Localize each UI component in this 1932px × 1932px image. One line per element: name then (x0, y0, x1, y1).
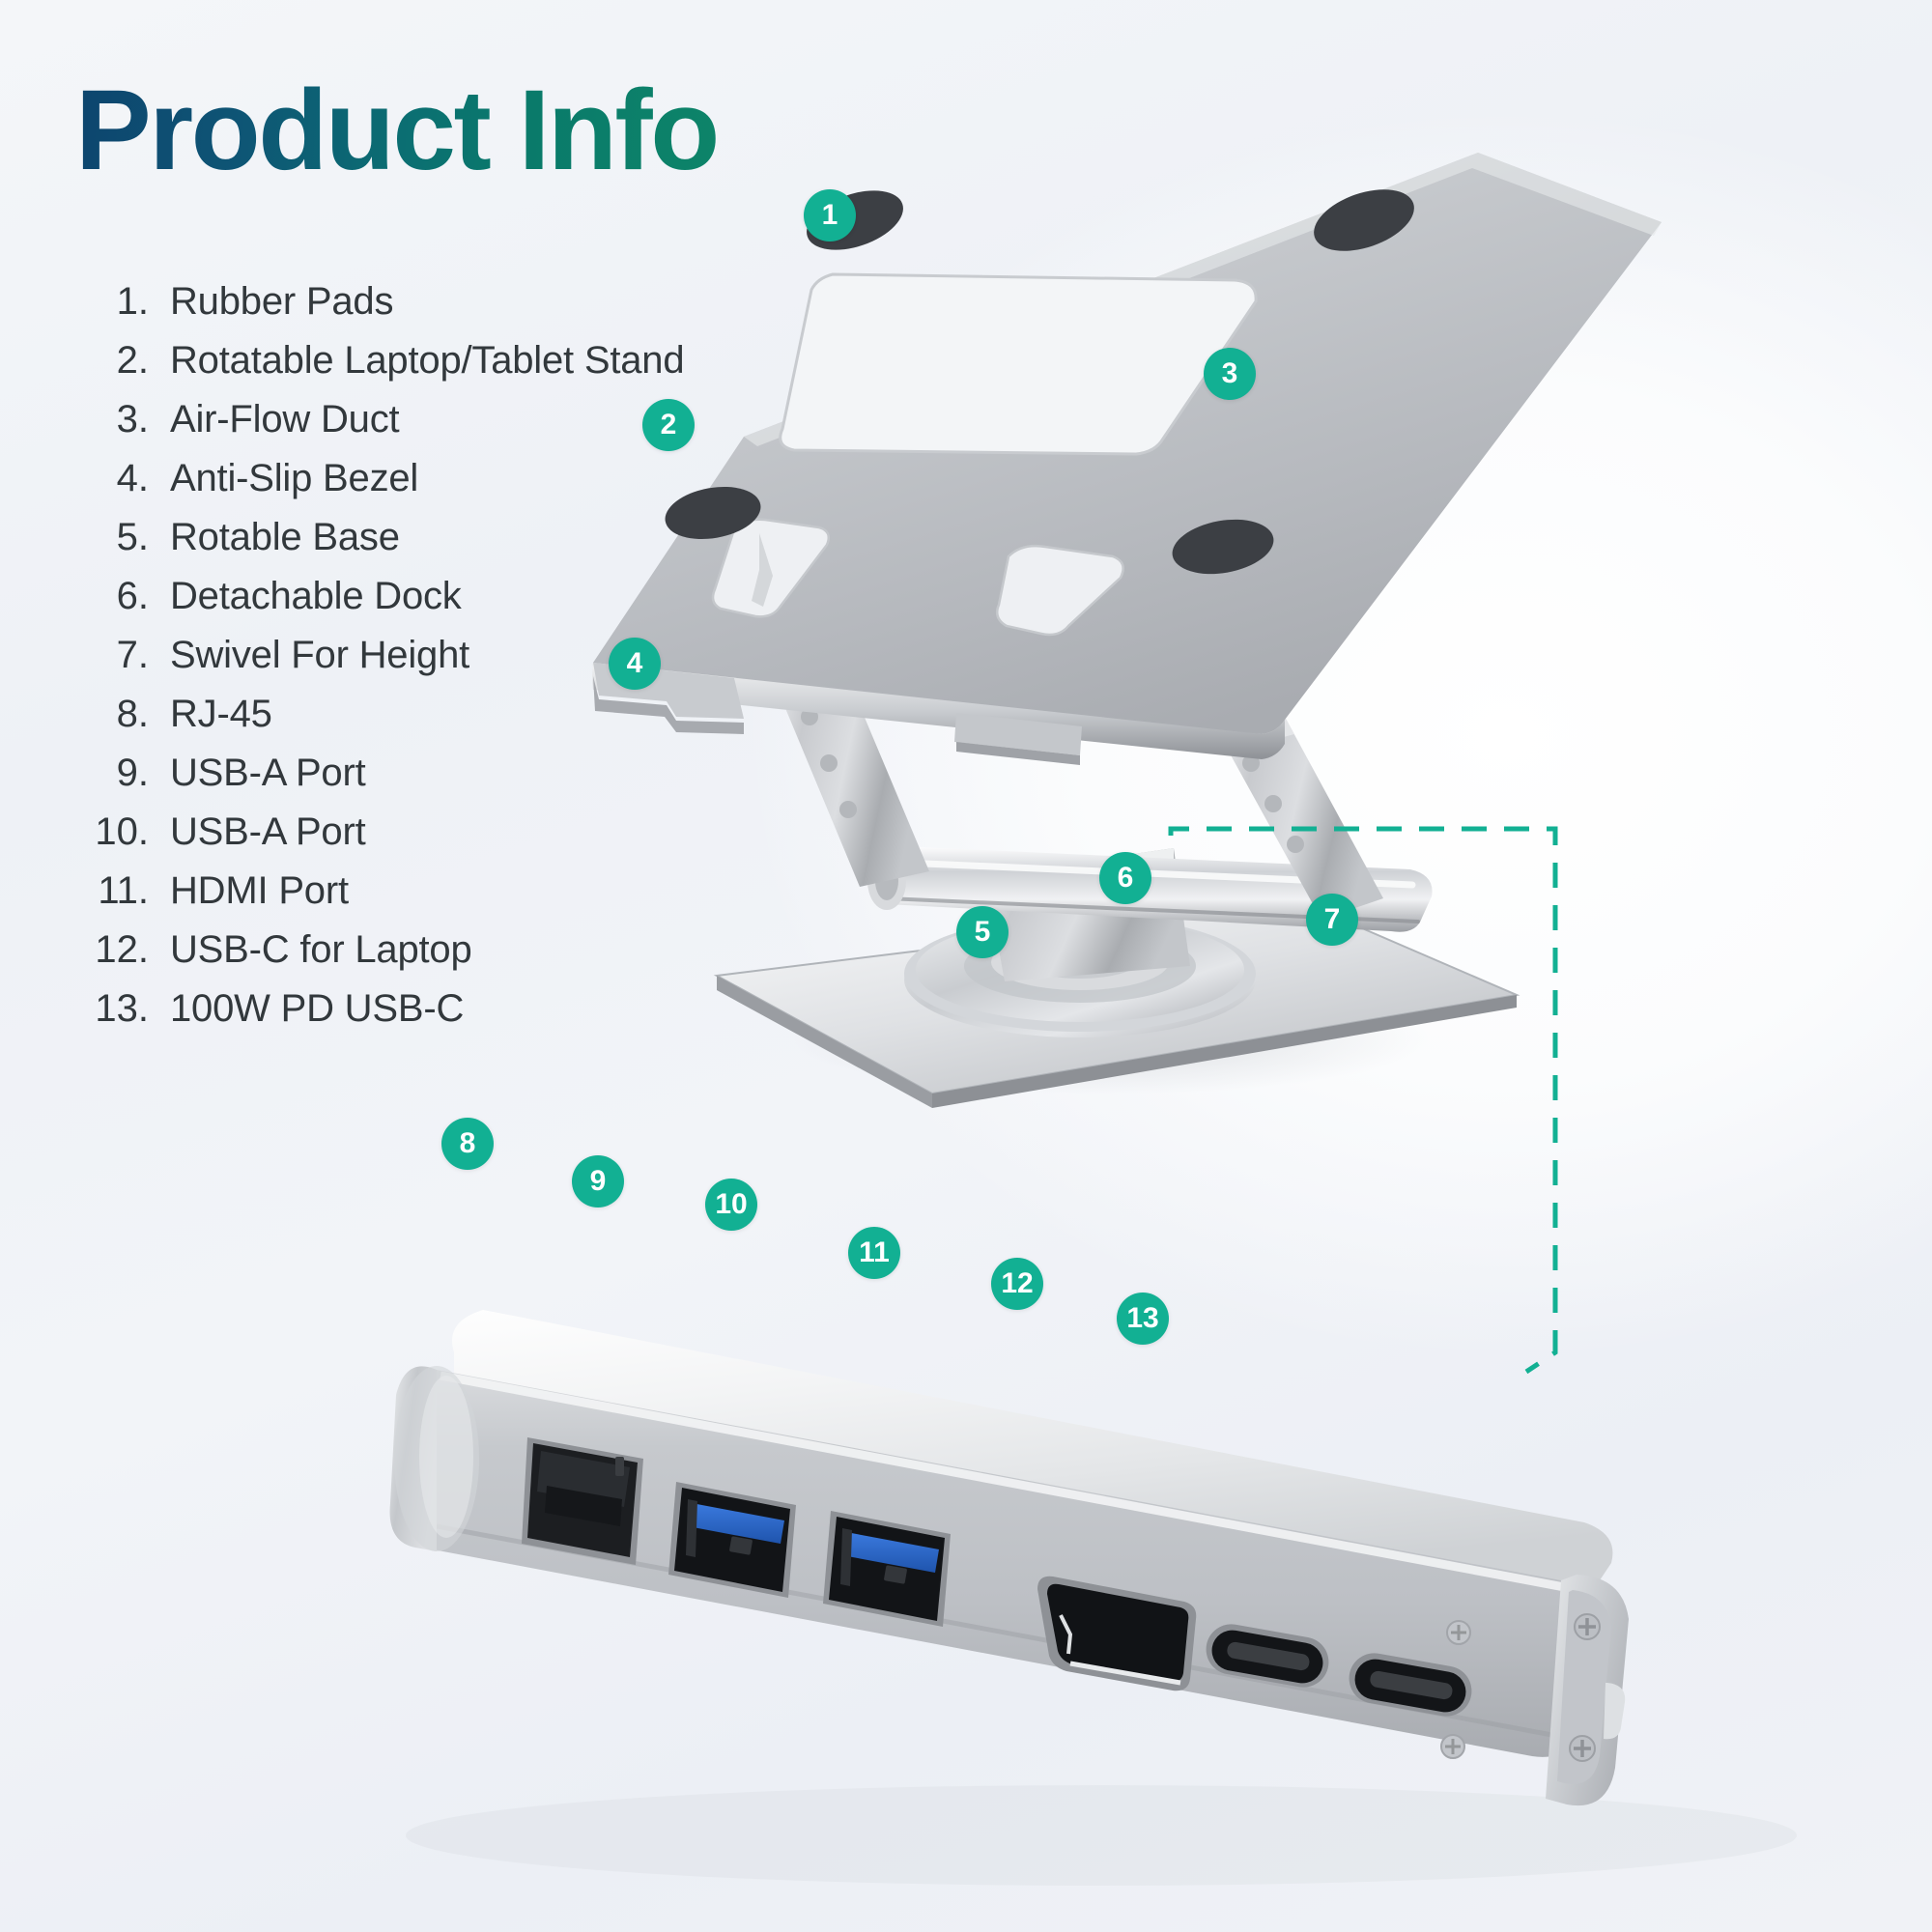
callout-badge-12[interactable]: 12 (991, 1258, 1043, 1310)
feature-number: 13. (95, 987, 149, 1030)
callout-badge-3[interactable]: 3 (1204, 348, 1256, 400)
feature-label: Rotable Base (170, 516, 400, 558)
feature-number: 7. (116, 634, 149, 676)
callout-badge-2[interactable]: 2 (642, 399, 695, 451)
feature-number: 3. (116, 398, 149, 440)
page-title: Product Info (75, 67, 720, 194)
feature-number: 11. (98, 869, 149, 912)
feature-label: Air-Flow Duct (170, 398, 400, 440)
feature-number: 10. (95, 810, 149, 853)
feature-label: USB-A Port (170, 810, 366, 853)
callout-badge-8[interactable]: 8 (441, 1118, 494, 1170)
feature-list-item: 3. Air-Flow Duct (77, 394, 696, 444)
callout-badge-10[interactable]: 10 (705, 1179, 757, 1231)
feature-label: RJ-45 (170, 693, 272, 735)
feature-label: USB-C for Laptop (170, 928, 472, 971)
callout-badge-5[interactable]: 5 (956, 906, 1009, 958)
feature-number: 8. (116, 693, 149, 735)
callout-badge-4[interactable]: 4 (609, 638, 661, 690)
feature-number: 12. (95, 928, 149, 971)
feature-label: Anti-Slip Bezel (170, 457, 419, 499)
feature-number: 9. (116, 752, 149, 794)
feature-label: Swivel For Height (170, 634, 470, 676)
feature-label: Detachable Dock (170, 575, 462, 617)
feature-number: 1. (116, 280, 149, 323)
feature-number: 6. (116, 575, 149, 617)
feature-list-item: 10. USB-A Port (77, 807, 696, 857)
feature-list-item: 12. USB-C for Laptop (77, 924, 696, 975)
callout-badge-6[interactable]: 6 (1099, 852, 1151, 904)
feature-list-item: 5. Rotable Base (77, 512, 696, 562)
feature-list-item: 7. Swivel For Height (77, 630, 696, 680)
feature-list-item: 9. USB-A Port (77, 748, 696, 798)
callout-badge-13[interactable]: 13 (1117, 1293, 1169, 1345)
feature-label: Rotatable Laptop/Tablet Stand (170, 339, 685, 382)
feature-list-item: 2. Rotatable Laptop/Tablet Stand (77, 335, 696, 385)
feature-list-item: 4. Anti-Slip Bezel (77, 453, 696, 503)
feature-number: 5. (116, 516, 149, 558)
callout-badge-1[interactable]: 1 (804, 189, 856, 242)
feature-number: 2. (116, 339, 149, 382)
feature-label: USB-A Port (170, 752, 366, 794)
feature-list: 1. Rubber Pads 2. Rotatable Laptop/Tablet S… (77, 276, 696, 1042)
feature-list-item: 6. Detachable Dock (77, 571, 696, 621)
callout-badge-11[interactable]: 11 (848, 1227, 900, 1279)
feature-list-item: 8. RJ-45 (77, 689, 696, 739)
feature-list-item: 11. HDMI Port (77, 866, 696, 916)
feature-label: 100W PD USB-C (170, 987, 465, 1030)
feature-label: Rubber Pads (170, 280, 394, 323)
feature-list-item: 1. Rubber Pads (77, 276, 696, 327)
feature-number: 4. (116, 457, 149, 499)
callout-badge-9[interactable]: 9 (572, 1155, 624, 1208)
feature-label: HDMI Port (170, 869, 349, 912)
callout-badge-7[interactable]: 7 (1306, 894, 1358, 946)
feature-list-item: 13. 100W PD USB-C (77, 983, 696, 1034)
